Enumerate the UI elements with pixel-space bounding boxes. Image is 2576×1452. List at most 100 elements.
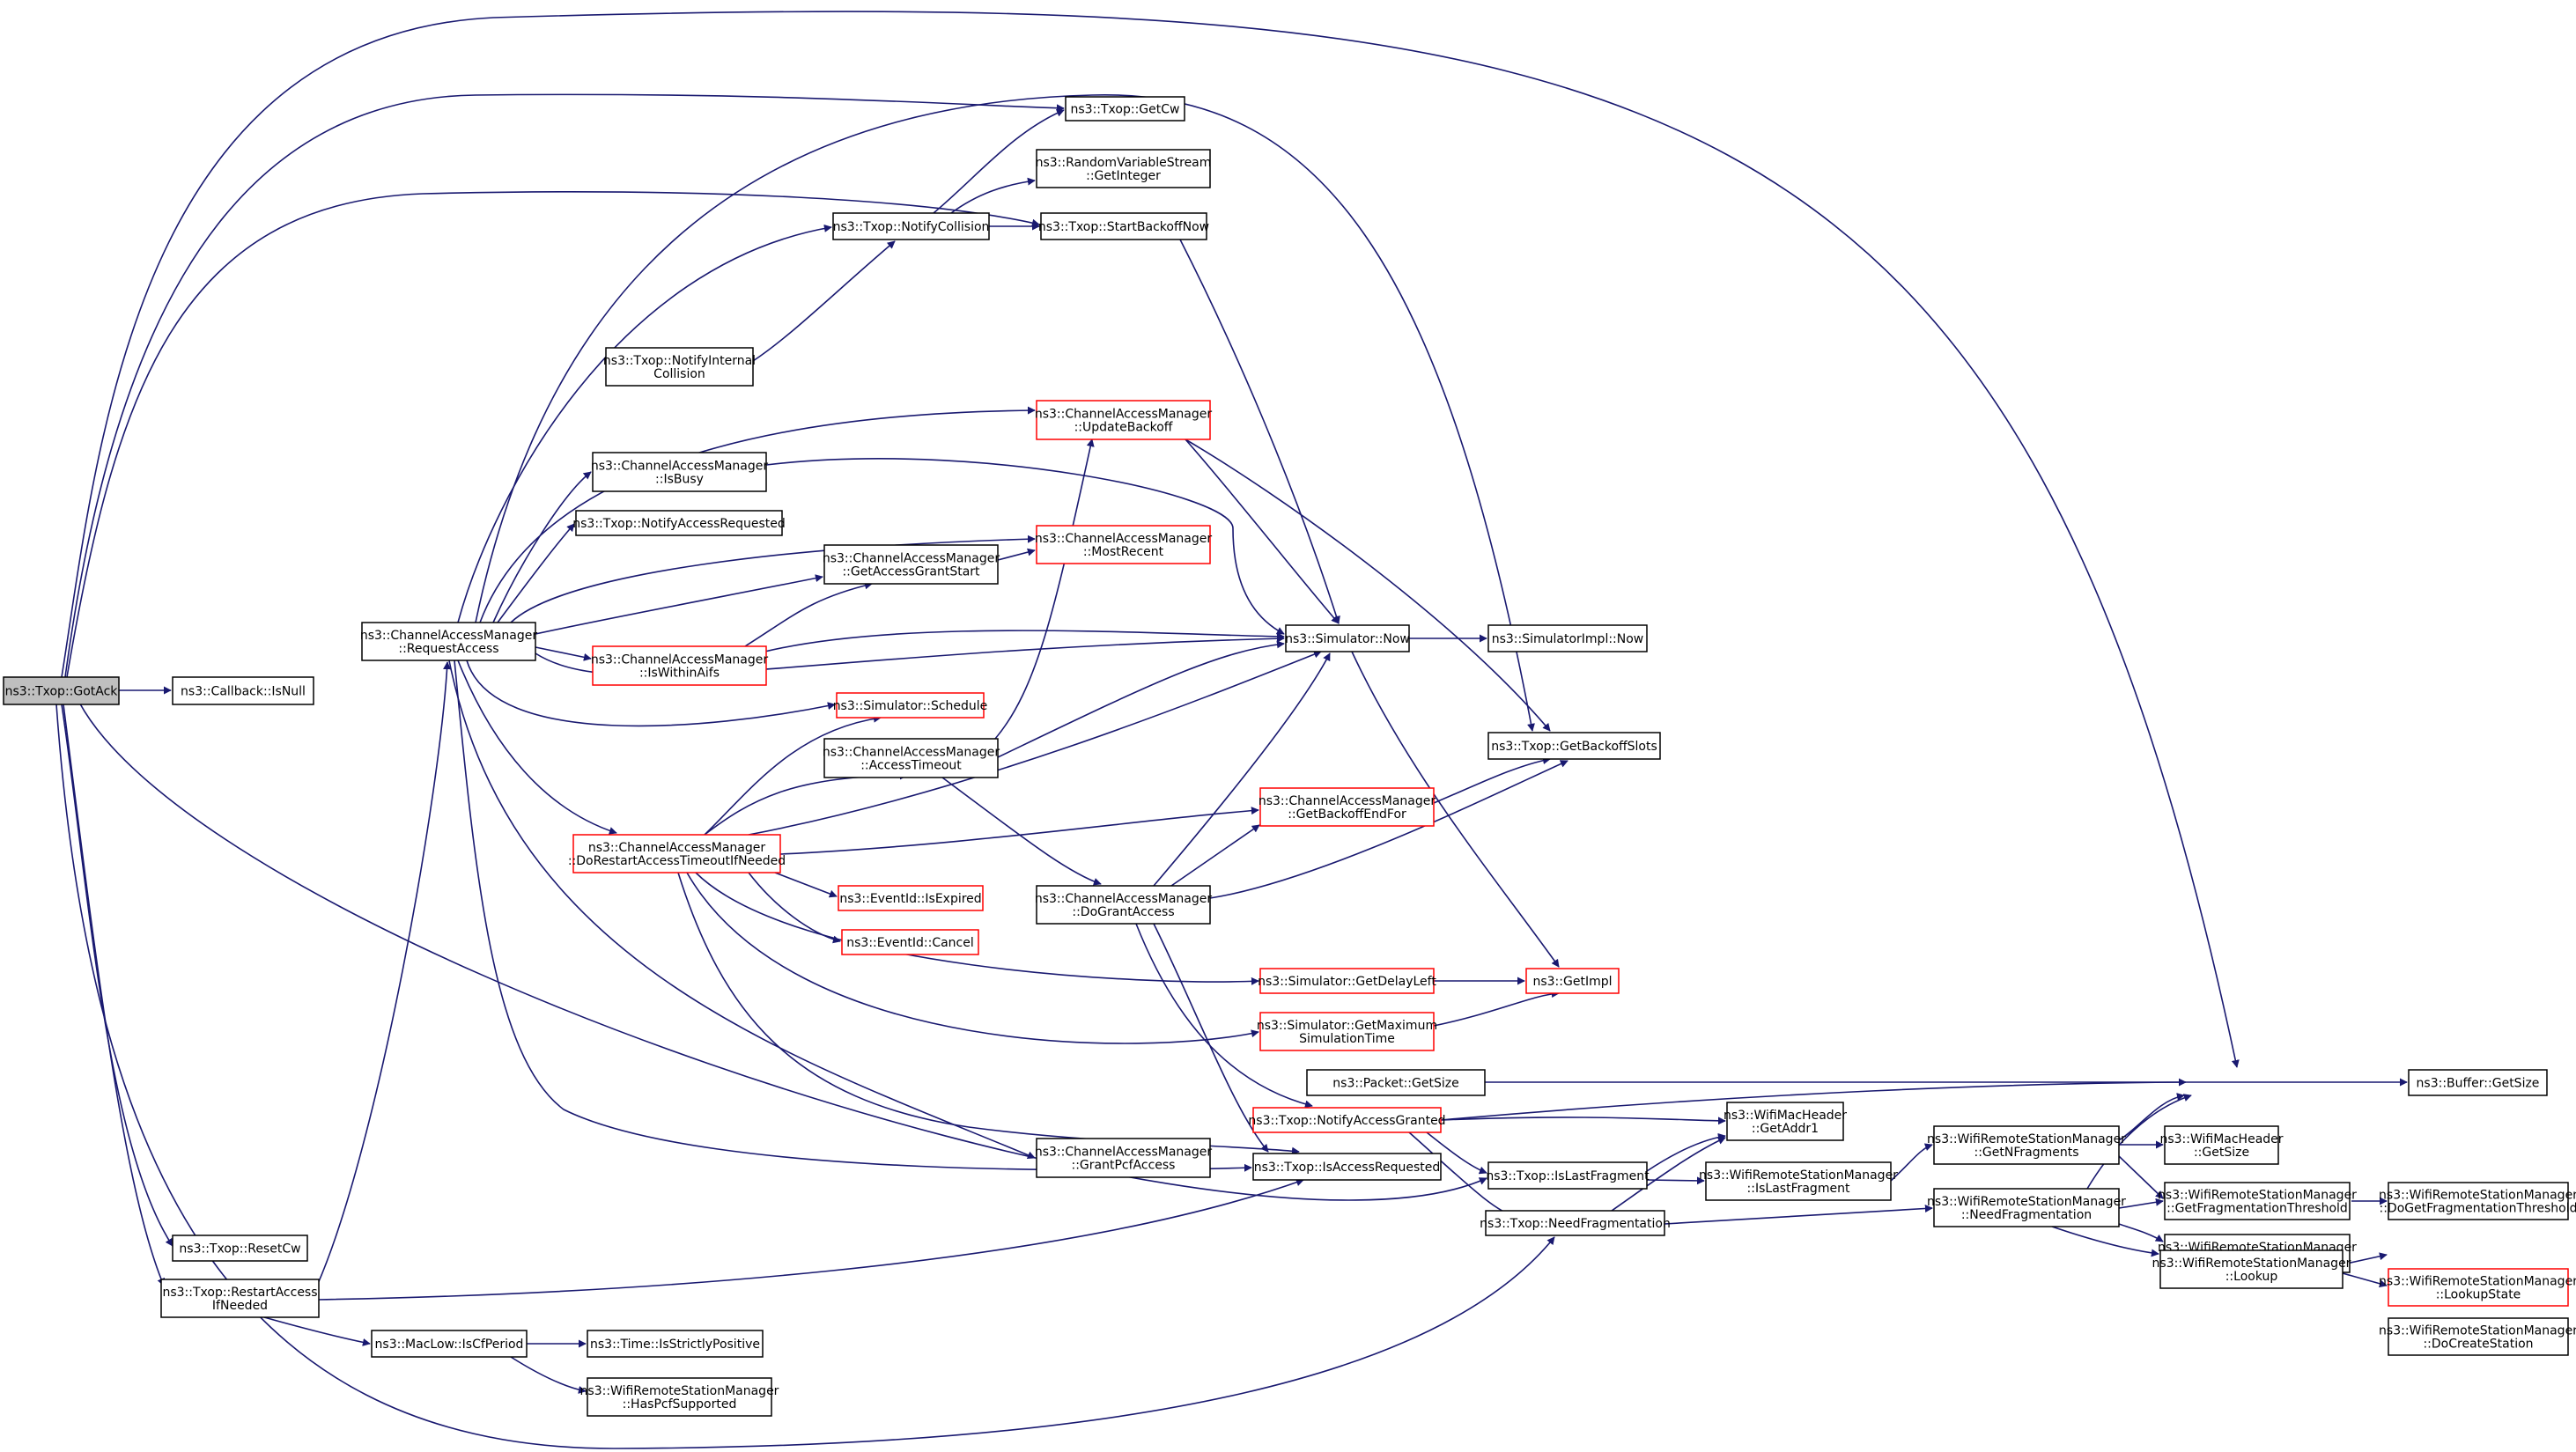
node-label: ns3::Packet::GetSize — [1332, 1077, 1458, 1091]
call-edge — [2118, 1093, 2185, 1141]
node-needfragmentation[interactable]: ns3::Txop::NeedFragmentation — [1480, 1210, 1671, 1236]
node-getfragthreshold[interactable]: ns3::WifiRemoteStationManager::GetFragme… — [2158, 1182, 2357, 1220]
node-label: ns3::Txop::GetBackoffSlots — [1491, 740, 1657, 754]
node-wrsm-islastfragment[interactable]: ns3::WifiRemoteStationManager::IsLastFra… — [1699, 1161, 1898, 1201]
node-label: ns3::EventId::IsExpired — [839, 892, 981, 906]
node-box — [3, 676, 120, 705]
node-label: ns3::ChannelAccessManager — [591, 460, 769, 474]
node-box — [160, 1279, 320, 1318]
node-label: ns3::ChannelAccessManager — [823, 746, 1000, 760]
node-accesstimeout[interactable]: ns3::ChannelAccessManager::AccessTimeout — [823, 738, 1000, 778]
node-rvs-getinteger[interactable]: ns3::RandomVariableStream::GetInteger — [1036, 149, 1212, 188]
call-edge — [475, 94, 1535, 732]
node-getaccessgrantstart[interactable]: ns3::ChannelAccessManager::GetAccessGran… — [823, 544, 1000, 585]
node-isbusy[interactable]: ns3::ChannelAccessManager::IsBusy — [591, 452, 769, 492]
node-label: ::IsLastFragment — [1747, 1182, 1850, 1196]
node-label: ns3::Simulator::Schedule — [833, 699, 988, 713]
node-label: ns3::WifiRemoteStationManager — [2379, 1189, 2576, 1203]
node-label: ns3::WifiRemoteStationManager — [2379, 1275, 2576, 1289]
node-lookupstate[interactable]: ns3::WifiRemoteStationManager::LookupSta… — [2379, 1268, 2576, 1307]
node-getbackoffslots[interactable]: ns3::Txop::GetBackoffSlots — [1487, 732, 1661, 760]
node-mostrecent[interactable]: ns3::ChannelAccessManager::MostRecent — [1035, 525, 1213, 564]
node-buffer-getsize[interactable]: ns3::Buffer::GetSize — [2408, 1069, 2548, 1096]
node-label: ns3::Txop::GetCw — [1071, 103, 1180, 117]
call-edge — [1185, 439, 1551, 732]
node-machdr-getsize[interactable]: ns3::WifiMacHeader::GetSize — [2159, 1125, 2284, 1165]
node-label: ns3::WifiRemoteStationManager — [2158, 1189, 2357, 1203]
call-edge — [748, 650, 1322, 836]
node-simimpl-now[interactable]: ns3::SimulatorImpl::Now — [1487, 624, 1648, 652]
node-box — [2388, 1182, 2569, 1220]
node-getimpl[interactable]: ns3::GetImpl — [1525, 968, 1620, 994]
node-getnfragments[interactable]: ns3::WifiRemoteStationManager::GetNFragm… — [1927, 1125, 2126, 1165]
node-islastfragment[interactable]: ns3::Txop::IsLastFragment — [1486, 1161, 1650, 1190]
node-label: ::GetBackoffEndFor — [1288, 807, 1406, 822]
node-label: SimulationTime — [1299, 1032, 1395, 1046]
call-edge — [774, 872, 838, 898]
node-label: ns3::WifiMacHeader — [1723, 1109, 1847, 1123]
node-box — [1933, 1188, 2120, 1227]
call-edge — [748, 872, 841, 944]
node-label: ::Lookup — [2225, 1270, 2278, 1284]
call-edge — [1890, 1143, 1933, 1182]
node-resetcw[interactable]: ns3::Txop::ResetCw — [172, 1235, 308, 1262]
node-isstrictlypositive[interactable]: ns3::Time::IsStrictlyPositive — [587, 1330, 764, 1358]
node-box — [836, 692, 985, 719]
call-edge — [2118, 1223, 2164, 1242]
node-label: ::RequestAccess — [398, 642, 498, 656]
node-box — [575, 510, 783, 536]
node-label: ns3::Txop::GotAck — [5, 685, 119, 699]
node-box — [361, 622, 536, 661]
node-notifyaccessrequested[interactable]: ns3::Txop::NotifyAccessRequested — [572, 510, 786, 536]
node-requestaccess[interactable]: ns3::ChannelAccessManager::RequestAccess — [360, 622, 538, 661]
call-edge — [997, 640, 1285, 758]
node-label: ns3::MacLow::IsCfPeriod — [375, 1338, 524, 1352]
node-haspcfsupported[interactable]: ns3::WifiRemoteStationManager::HasPcfSup… — [580, 1377, 779, 1417]
node-lookup[interactable]: ns3::WifiRemoteStationManager::Lookup — [2152, 1249, 2351, 1289]
call-edge — [55, 704, 1555, 1449]
node-isnull[interactable]: ns3::Callback::IsNull — [172, 676, 314, 705]
node-box — [1705, 1161, 1892, 1201]
node-gotack[interactable]: ns3::Txop::GotAck — [3, 676, 120, 705]
node-box — [605, 347, 754, 387]
node-label: ns3::ChannelAccessManager — [1258, 794, 1436, 808]
node-dogetfragthreshold[interactable]: ns3::WifiRemoteStationManager::DoGetFrag… — [2379, 1182, 2576, 1220]
node-grantpcfaccess[interactable]: ns3::ChannelAccessManager::GrantPcfAcces… — [1035, 1138, 1213, 1178]
call-edge — [2118, 1198, 2164, 1209]
node-isexpired[interactable]: ns3::EventId::IsExpired — [838, 885, 984, 911]
node-iswithinaifs[interactable]: ns3::ChannelAccessManager::IsWithinAifs — [591, 645, 769, 686]
node-wrsm-needfrag[interactable]: ns3::WifiRemoteStationManager::NeedFragm… — [1927, 1188, 2126, 1227]
node-box — [1065, 96, 1185, 122]
call-edge — [316, 661, 452, 1286]
node-getbackoffendfor[interactable]: ns3::ChannelAccessManager::GetBackoffEnd… — [1258, 787, 1436, 827]
node-packet-getsize[interactable]: ns3::Packet::GetSize — [1306, 1069, 1486, 1096]
node-startbackoffnow[interactable]: ns3::Txop::StartBackoffNow — [1038, 212, 1209, 240]
node-label: ns3::ChannelAccessManager — [1035, 532, 1213, 546]
node-notifycollision[interactable]: ns3::Txop::NotifyCollision — [832, 212, 990, 240]
node-cancel[interactable]: ns3::EventId::Cancel — [841, 929, 979, 955]
node-box — [2159, 1249, 2343, 1289]
node-box — [1259, 787, 1435, 827]
node-getaddr1[interactable]: ns3::WifiMacHeader::GetAddr1 — [1723, 1102, 1847, 1141]
node-getcw[interactable]: ns3::Txop::GetCw — [1065, 96, 1185, 122]
node-sim-now[interactable]: ns3::Simulator::Now — [1285, 624, 1410, 652]
node-label: ns3::ChannelAccessManager — [360, 629, 538, 643]
node-label: ::GetNFragments — [1974, 1146, 2078, 1160]
node-box — [1726, 1102, 1844, 1141]
call-edge — [1433, 990, 1560, 1027]
call-edge — [510, 534, 1036, 623]
node-dograntaccess[interactable]: ns3::ChannelAccessManager::DoGrantAccess — [1035, 885, 1213, 925]
node-updatebackoff[interactable]: ns3::ChannelAccessManager::UpdateBackoff — [1035, 400, 1213, 440]
node-sim-schedule[interactable]: ns3::Simulator::Schedule — [833, 692, 988, 719]
node-getdelayleft[interactable]: ns3::Simulator::GetDelayLeft — [1258, 968, 1436, 994]
node-isaccessrequested[interactable]: ns3::Txop::IsAccessRequested — [1252, 1153, 1442, 1181]
node-docreatestation[interactable]: ns3::WifiRemoteStationManager::DoCreateS… — [2379, 1317, 2576, 1356]
node-iscfperiod[interactable]: ns3::MacLow::IsCfPeriod — [371, 1330, 528, 1358]
node-dorestart[interactable]: ns3::ChannelAccessManager::DoRestartAcce… — [568, 834, 786, 873]
node-notifyaccessgranted[interactable]: ns3::Txop::NotifyAccessGranted — [1248, 1107, 1446, 1133]
